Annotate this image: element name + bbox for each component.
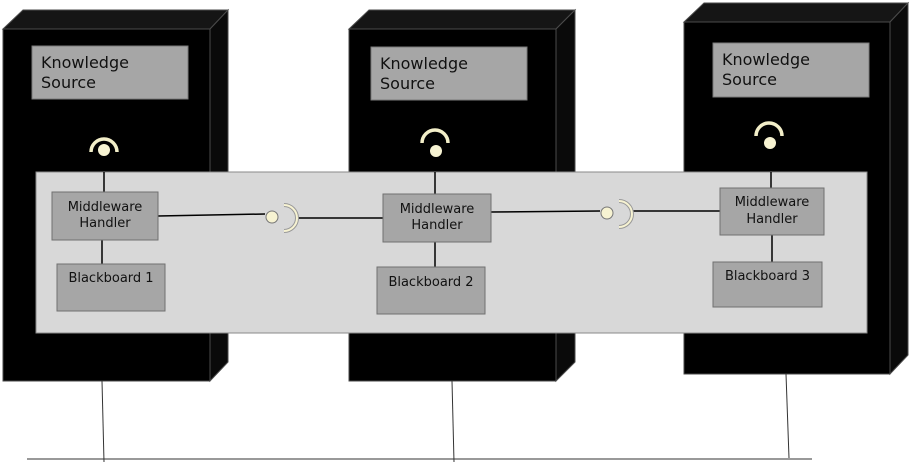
knowledge-source-label-1: Knowledge Source: [41, 52, 129, 92]
middleware-handler-label-2: Middleware Handler: [399, 201, 475, 233]
knowledge-source-box-3: [712, 42, 870, 98]
middleware-handler-box-1: [51, 191, 159, 241]
blackboard-box-3: [712, 261, 823, 308]
blackboard-box-1: [56, 263, 166, 312]
socket-icon-3: [754, 121, 784, 149]
blackboard-label-1: Blackboard 1: [68, 270, 154, 286]
knowledge-source-label-3: Knowledge Source: [722, 50, 810, 89]
network-link-node-3: [785, 373, 790, 459]
link-handler-1-to-interface-a: [157, 213, 266, 217]
link-handler-2-to-interface-b: [490, 210, 601, 213]
blackboard-label-3: Blackboard 3: [724, 269, 811, 285]
node-3-side-face: [889, 1, 909, 376]
blackboard-label-2: Blackboard 2: [388, 274, 474, 290]
middleware-handler-label-1: Middleware Handler: [67, 199, 143, 231]
knowledge-source-label-2: Knowledge Source: [380, 53, 468, 93]
knowledge-source-box-1: [31, 45, 189, 100]
knowledge-source-box-2: [370, 46, 528, 101]
network-link-node-2: [451, 380, 455, 463]
network-link-node-1: [101, 380, 105, 463]
ball-socket-icon-a: [265, 203, 299, 233]
socket-icon-1: [89, 137, 119, 156]
node-2-top-face: [347, 9, 577, 30]
ball-socket-icon-b: [600, 199, 634, 229]
middleware-handler-box-3: [719, 187, 825, 236]
middleware-handler-label-3: Middleware Handler: [734, 195, 810, 227]
middleware-handler-box-2: [382, 193, 492, 243]
blackboard-box-2: [376, 266, 486, 315]
node-1-top-face: [1, 9, 230, 30]
node-3-top-face: [682, 2, 910, 23]
socket-icon-2: [420, 128, 450, 157]
